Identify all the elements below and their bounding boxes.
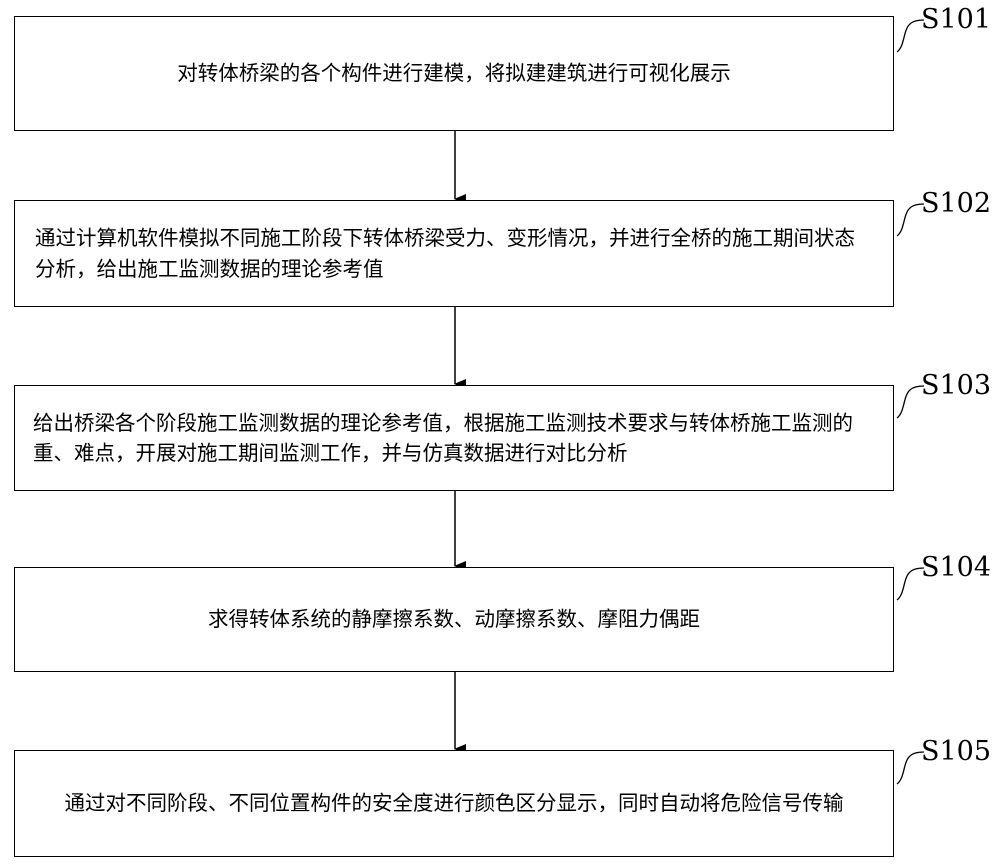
step-box-s103: 给出桥梁各个阶段施工监测数据的理论参考值，根据施工监测技术要求与转体桥施工监测的… (14, 385, 894, 491)
step-label-s101: S101 (921, 4, 992, 35)
leader-line-s101 (896, 19, 925, 53)
step-text-s102: 通过计算机软件模拟不同施工阶段下转体桥梁受力、变形情况，并进行全桥的施工期间状态… (35, 225, 855, 281)
step-box-s105: 通过对不同阶段、不同位置构件的安全度进行颜色区分显示，同时自动将危险信号传输 (14, 750, 894, 857)
step-text-s101: 对转体桥梁的各个构件进行建模，将拟建建筑进行可视化展示 (177, 61, 731, 85)
step-label-s103: S103 (921, 370, 992, 401)
step-text-s105: 通过对不同阶段、不同位置构件的安全度进行颜色区分显示，同时自动将危险信号传输 (64, 791, 844, 815)
step-label-s104: S104 (921, 552, 992, 583)
step-box-s102: 通过计算机软件模拟不同施工阶段下转体桥梁受力、变形情况，并进行全桥的施工期间状态… (14, 200, 894, 307)
step-box-s101: 对转体桥梁的各个构件进行建模，将拟建建筑进行可视化展示 (14, 16, 894, 131)
step-text-s104: 求得转体系统的静摩擦系数、动摩擦系数、摩阻力偶距 (208, 607, 700, 631)
step-box-s104: 求得转体系统的静摩擦系数、动摩擦系数、摩阻力偶距 (14, 567, 894, 672)
leader-line-s103 (896, 385, 925, 419)
leader-line-s104 (896, 567, 925, 601)
step-label-s102: S102 (921, 188, 992, 219)
leader-line-s102 (896, 203, 925, 237)
step-text-s103: 给出桥梁各个阶段施工监测数据的理论参考值，根据施工监测技术要求与转体桥施工监测的… (33, 411, 853, 465)
step-label-s105: S105 (921, 736, 992, 767)
leader-line-s105 (896, 751, 925, 785)
